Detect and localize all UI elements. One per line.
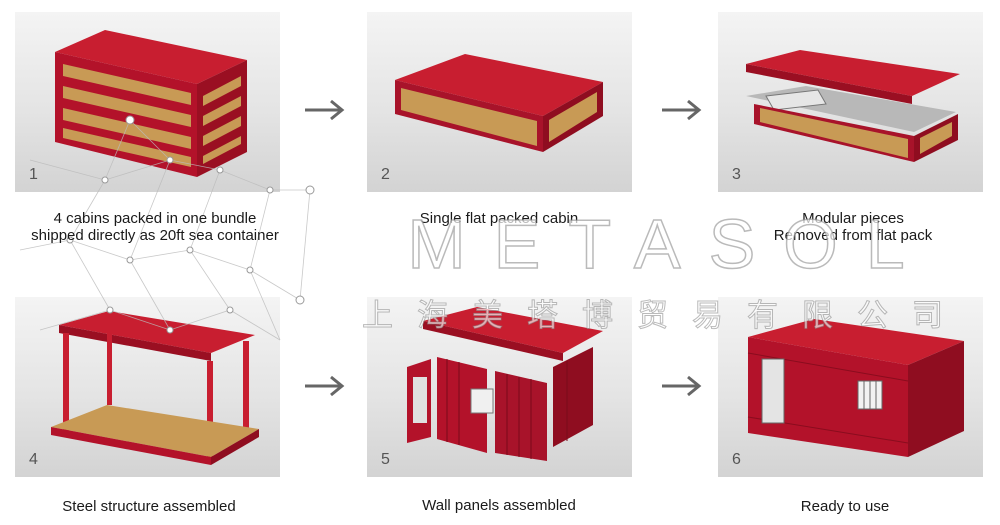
step-6-image: 6 bbox=[718, 297, 983, 477]
step-number: 5 bbox=[381, 451, 390, 468]
step-2-image: 2 bbox=[367, 12, 632, 192]
caption-line: Single flat packed cabin bbox=[419, 210, 579, 227]
arrow-right-icon bbox=[305, 99, 345, 121]
finished-cabin-illustration bbox=[747, 319, 964, 457]
caption-line: shipped directly as 20ft sea container bbox=[31, 227, 279, 244]
stacked-cabins-illustration bbox=[55, 30, 247, 177]
arrow-right-icon bbox=[662, 99, 702, 121]
step-6-caption: Ready to use bbox=[690, 498, 1000, 515]
step-5-caption: Wall panels assembled bbox=[344, 497, 654, 514]
arrow-right-icon bbox=[662, 375, 702, 397]
arrow-right-icon bbox=[305, 375, 345, 397]
step-4-image: 4 bbox=[15, 297, 280, 477]
wall-panels-illustration bbox=[407, 307, 603, 461]
step-1-image: 1 bbox=[15, 12, 280, 192]
caption-line: Modular pieces bbox=[802, 210, 904, 227]
step-3-caption: Modular pieces Removed from flat pack bbox=[698, 210, 1000, 244]
caption-line: Removed from flat pack bbox=[773, 227, 933, 244]
step-number: 1 bbox=[29, 166, 38, 183]
caption-line: Wall panels assembled bbox=[422, 497, 576, 514]
step-5-image: 5 bbox=[367, 297, 632, 477]
caption-line: 4 cabins packed in one bundle bbox=[53, 210, 257, 227]
step-number: 6 bbox=[732, 451, 741, 468]
step-1-caption: 4 cabins packed in one bundle shipped di… bbox=[0, 210, 310, 244]
modular-pieces-illustration bbox=[746, 50, 960, 162]
step-2-caption: Single flat packed cabin bbox=[344, 210, 654, 227]
watermark-chinese-text: 上海美塔博贸易有限公司 bbox=[362, 298, 967, 335]
step-4-caption: Steel structure assembled bbox=[0, 498, 304, 515]
caption-line: Ready to use bbox=[800, 498, 890, 515]
caption-line: Steel structure assembled bbox=[62, 498, 236, 515]
step-number: 3 bbox=[732, 166, 741, 183]
watermark-latin-text: METASOL bbox=[407, 206, 932, 278]
steel-structure-illustration bbox=[51, 311, 259, 465]
step-number: 2 bbox=[381, 166, 390, 183]
step-3-image: 3 bbox=[718, 12, 983, 192]
flat-pack-cabin-illustration bbox=[395, 54, 603, 152]
metasol-watermark-logo: METASOL bbox=[407, 206, 932, 278]
step-number: 4 bbox=[29, 451, 38, 468]
